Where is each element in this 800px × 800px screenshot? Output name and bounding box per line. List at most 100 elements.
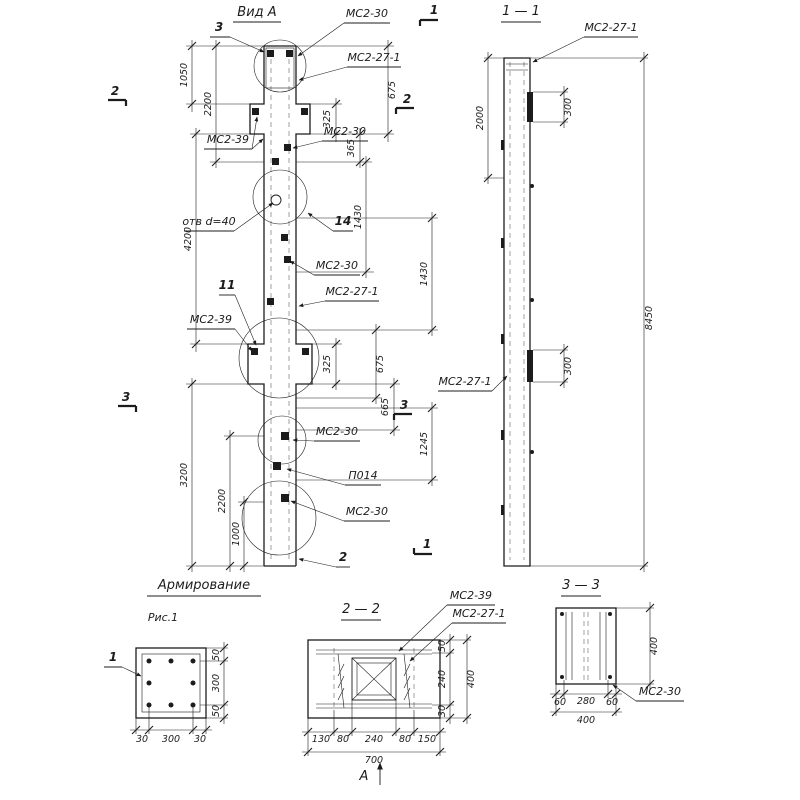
embedded-plate (281, 432, 289, 440)
part-labels-main: 3 МС2-30 МС2-27-1 МС2-39 МС2-30 отв d=40… (182, 7, 401, 568)
dim-150: 150 (418, 734, 436, 745)
dim-240-h: 240 (365, 734, 383, 745)
column-core-inner (356, 662, 392, 696)
plate-hatch (337, 653, 411, 709)
dim-1050: 1050 (179, 63, 190, 87)
dim-50-c: 50 (437, 640, 448, 652)
section-2-2-title: 2 — 2 (342, 602, 380, 617)
cut-mark-2-left: 2 (111, 84, 119, 98)
dim-1430-a: 1430 (353, 205, 364, 229)
column-core (351, 657, 397, 701)
embedded-plate (267, 50, 274, 57)
view-arrow-a-label: А (359, 769, 369, 784)
detail-callout-circle (238, 317, 320, 399)
edge-dot (530, 450, 534, 454)
label-mc2-30-top: МС2-30 (346, 7, 388, 20)
dim-675-bottom: 675 (375, 355, 386, 373)
mark-14: 14 (335, 214, 352, 228)
mark-3-top: 3 (215, 20, 223, 34)
mark-11: 11 (219, 278, 236, 292)
cut-mark-2-right: 2 (403, 92, 411, 106)
cross-section-outline (135, 647, 207, 719)
dim-60-a: 60 (554, 697, 566, 708)
section-2-2-view: 2 — 2 МС2-39 МС2-27-1 (302, 589, 506, 785)
rebar-dots (146, 658, 196, 708)
edge-mark (501, 334, 504, 344)
dim-60-b: 60 (606, 697, 618, 708)
dim-400-b: 400 (649, 637, 660, 655)
cut-mark-3-right: 3 (400, 398, 408, 412)
embedded-plate (284, 144, 291, 151)
dim-130: 130 (312, 734, 330, 745)
embedded-plate (527, 350, 533, 382)
embedded-plate (251, 348, 258, 355)
embedded-plate (273, 462, 281, 470)
edge-mark (501, 140, 504, 150)
label-mc2-39-a: МС2-39 (207, 133, 249, 146)
dim-1000: 1000 (231, 522, 242, 546)
embedded-plate (302, 348, 309, 355)
label-hole-d40: отв d=40 (182, 215, 235, 228)
embedded-plate (527, 92, 533, 122)
stirrup-line (141, 653, 201, 713)
detail-callout-circle (241, 480, 317, 556)
dim-30-c: 30 (437, 705, 448, 717)
dim-325-top: 325 (322, 110, 333, 128)
edge-mark (501, 430, 504, 440)
label-mc2-39-c: МС2-39 (190, 313, 232, 326)
section-1-1-view: 1 — 1 2000 300 300 (438, 4, 655, 572)
embedded-plate (301, 108, 308, 115)
detail-callout-circle (252, 169, 308, 225)
edge-mark (501, 238, 504, 248)
embedded-plate (281, 234, 288, 241)
dim-2000: 2000 (475, 106, 486, 130)
dim-675-top: 675 (387, 81, 398, 99)
edge-mark (501, 505, 504, 515)
part-labels-3-3: МС2-30 (612, 684, 684, 702)
column-head-detail (265, 47, 295, 89)
dim-300-v: 300 (211, 674, 222, 692)
dim-30-a: 30 (136, 734, 148, 745)
embedded-plate (272, 158, 279, 165)
figure-1-caption: Рис.1 (148, 611, 178, 624)
label-mc2-30-e: МС2-30 (346, 505, 388, 518)
label-mc2-27-1-top: МС2-27-1 (347, 51, 400, 64)
reinforcement-title: Армирование (157, 578, 250, 593)
label-mc2-30-d: МС2-30 (316, 425, 358, 438)
embedded-plate (284, 256, 291, 263)
label-mc2-30-s33: МС2-30 (639, 685, 681, 698)
main-elevation-view: Вид А (108, 3, 438, 572)
dim-3200: 3200 (179, 463, 190, 487)
embedded-plate (267, 298, 274, 305)
dim-8450: 8450 (644, 306, 655, 330)
section-1-1-title: 1 — 1 (502, 4, 540, 19)
dimension-chains-main: 1050 2200 4200 3200 2200 1000 675 325 36… (179, 40, 437, 572)
section-3-3-outline (555, 607, 617, 685)
embedded-plate (252, 108, 259, 115)
embedded-plate (281, 494, 289, 502)
section-3-3-title: 3 — 3 (562, 578, 600, 593)
dim-240-v: 240 (437, 670, 448, 688)
detail-callout-circle (257, 415, 307, 465)
column-outline (247, 45, 313, 567)
dim-30-b: 30 (194, 734, 206, 745)
dimension-chains-fig1: 50 300 50 30 300 30 (130, 642, 229, 745)
label-mc2-30-b: МС2-30 (324, 125, 366, 138)
part-labels-1-1: МС2-27-1 МС2-27-1 (438, 21, 638, 392)
label-mc2-27-1-s22: МС2-27-1 (452, 607, 505, 620)
label-mc2-30-c: МС2-30 (316, 259, 358, 272)
cut-mark-1-top: 1 (430, 3, 438, 17)
dim-700: 700 (365, 755, 383, 766)
dim-4200: 4200 (183, 227, 194, 251)
dim-300-h: 300 (162, 734, 180, 745)
view-direction-a: А (359, 762, 383, 785)
cut-mark-1-bottom: 1 (423, 537, 431, 551)
section-3-3-view: 3 — 3 400 60 280 60 400 (550, 578, 684, 726)
part-labels-2-2: МС2-39 МС2-27-1 (398, 589, 506, 662)
hole-d40 (270, 194, 282, 206)
section-cut-marks: 2 2 3 3 1 1 (108, 3, 438, 556)
dim-50-b: 50 (211, 705, 222, 717)
